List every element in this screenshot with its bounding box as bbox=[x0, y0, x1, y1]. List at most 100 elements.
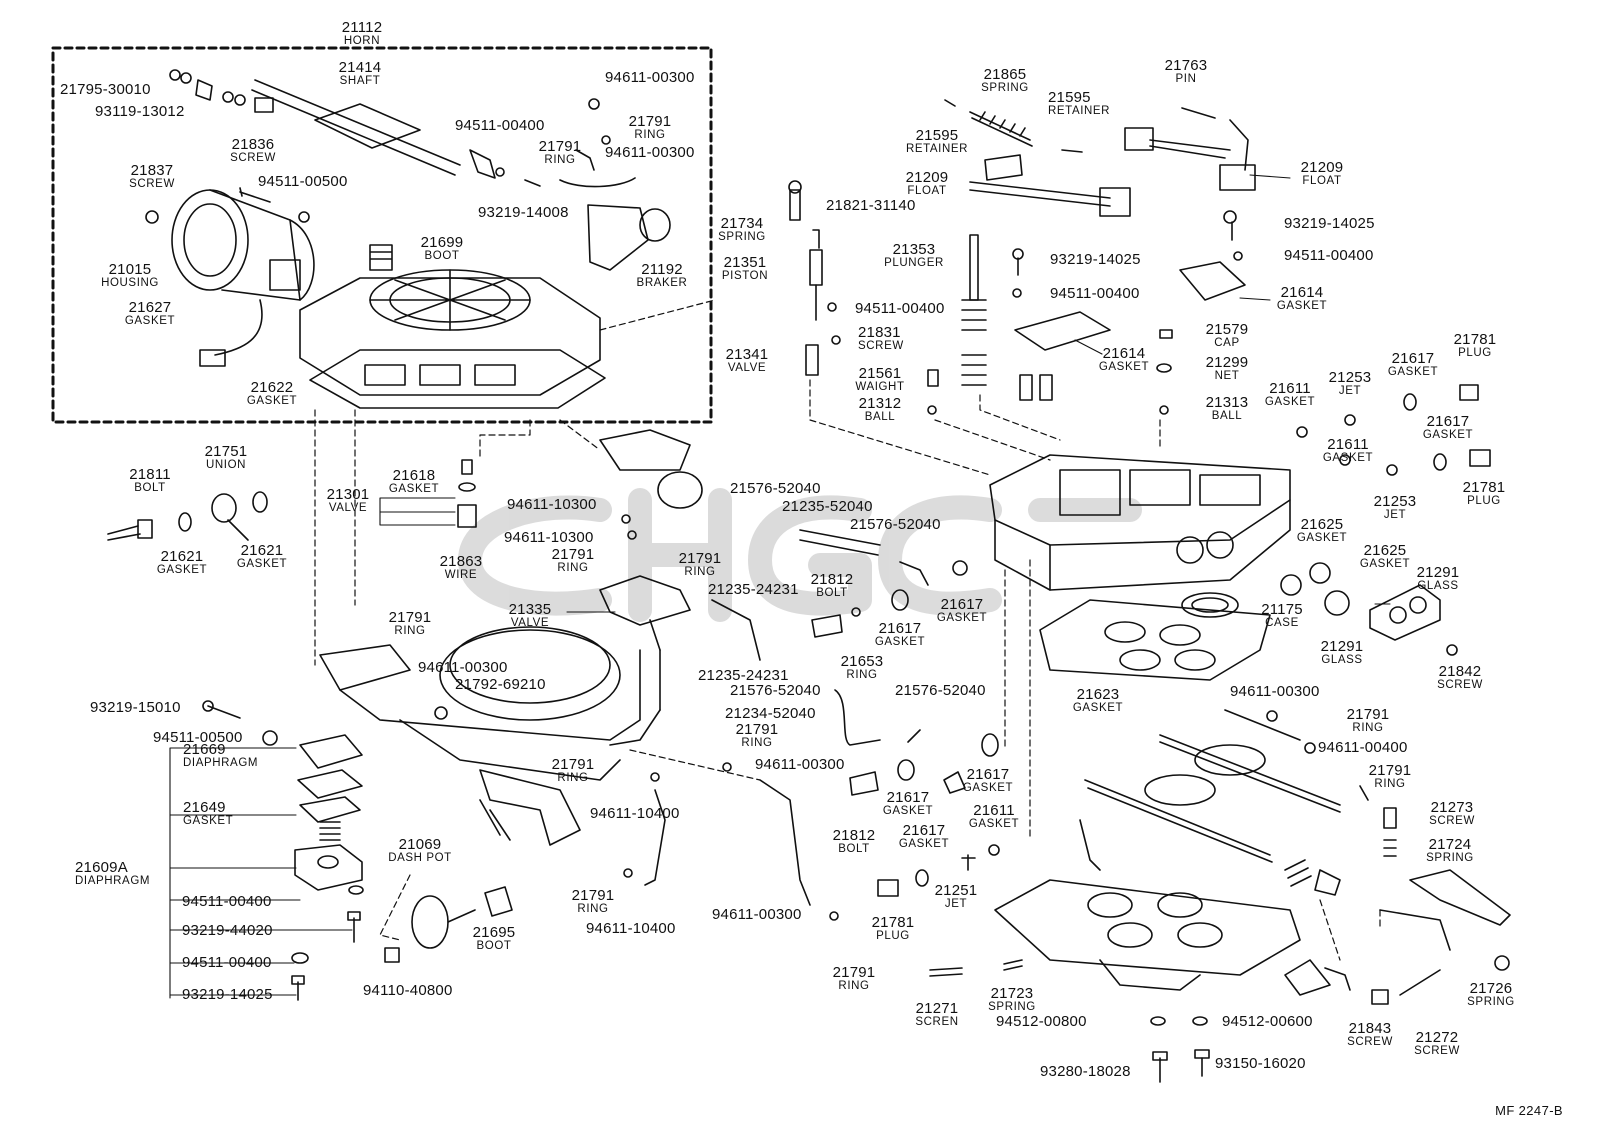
part-name: GASKET bbox=[1098, 361, 1150, 373]
part-number: 94511-00500 bbox=[258, 173, 348, 190]
part-number: 21611 bbox=[1269, 380, 1311, 397]
part-name: PLUNGER bbox=[884, 257, 944, 269]
part-number: 21175 bbox=[1261, 601, 1303, 618]
part-number: 21669 bbox=[183, 741, 226, 758]
part-callout: 21235-24231 bbox=[698, 668, 789, 683]
part-number: 21253 bbox=[1328, 369, 1372, 386]
part-number: 21751 bbox=[204, 443, 248, 460]
part-number: 21734 bbox=[720, 215, 764, 232]
float-assembly bbox=[788, 99, 1256, 415]
part-callout: 94511-00400 bbox=[1284, 248, 1374, 263]
part-number: 21622 bbox=[250, 379, 294, 396]
part-number: 21625 bbox=[1300, 516, 1344, 533]
part-number: 21611 bbox=[973, 802, 1015, 819]
part-callout: 94611-00300 bbox=[1230, 684, 1320, 699]
part-name: SPRING bbox=[981, 82, 1029, 94]
part-name: RING bbox=[557, 562, 589, 574]
part-callout: 94611-00300 bbox=[605, 70, 695, 85]
part-name: JET bbox=[944, 898, 968, 910]
part-name: SHAFT bbox=[339, 75, 381, 87]
part-callout: 94511-00400 bbox=[455, 118, 545, 133]
part-number: 21299 bbox=[1205, 354, 1249, 371]
part-name: SCREW bbox=[1429, 815, 1475, 827]
part-number: 21609A bbox=[75, 859, 128, 876]
part-number: 21617 bbox=[940, 596, 984, 613]
part-name: UNION bbox=[205, 459, 247, 471]
part-callout: 93219-14025 bbox=[182, 987, 273, 1002]
part-number: 21192 bbox=[641, 261, 683, 278]
part-number: 93119-13012 bbox=[95, 103, 185, 120]
part-number: 21723 bbox=[990, 985, 1034, 1002]
part-number: 21763 bbox=[1164, 57, 1208, 74]
part-number: 21842 bbox=[1438, 663, 1482, 680]
part-name: DIAPHRAGM bbox=[75, 875, 151, 887]
part-number: 21791 bbox=[1368, 762, 1412, 779]
part-callout: 94611-00400 bbox=[1318, 740, 1408, 755]
part-name: RETAINER bbox=[905, 143, 969, 155]
part-number: 94511-00400 bbox=[1284, 247, 1374, 264]
part-name: GASKET bbox=[183, 815, 234, 827]
part-name: GASKET bbox=[124, 315, 176, 327]
part-number: 94611-00300 bbox=[605, 69, 695, 86]
part-name: GASKET bbox=[962, 782, 1014, 794]
part-number: 21791 bbox=[678, 550, 722, 567]
part-callout: 21576-52040 bbox=[730, 481, 821, 496]
part-name: RING bbox=[394, 625, 426, 637]
part-name: WIRE bbox=[444, 569, 478, 581]
part-name: GLASS bbox=[1321, 654, 1363, 666]
part-number: 94611-10300 bbox=[507, 496, 597, 513]
part-name: WAIGHT bbox=[855, 381, 905, 393]
part-number: 21791 bbox=[628, 113, 672, 130]
part-number: 21069 bbox=[398, 836, 442, 853]
part-number: 94611-00300 bbox=[755, 756, 845, 773]
part-name: PISTON bbox=[721, 270, 769, 282]
part-name: PIN bbox=[1175, 73, 1197, 85]
part-number: 21695 bbox=[472, 924, 516, 941]
part-number: 21617 bbox=[1426, 413, 1470, 430]
part-name: RING bbox=[846, 669, 878, 681]
part-number: 94611-00300 bbox=[712, 906, 802, 923]
part-name: RING bbox=[634, 129, 666, 141]
part-callout: 93150-16020 bbox=[1215, 1056, 1306, 1071]
part-name: BOOT bbox=[424, 250, 460, 262]
part-number: 21112 bbox=[341, 19, 383, 36]
part-name: RING bbox=[577, 903, 609, 915]
part-number: 21623 bbox=[1076, 686, 1120, 703]
part-number: 21618 bbox=[392, 467, 436, 484]
part-name: BOLT bbox=[838, 843, 870, 855]
part-number: 21791 bbox=[571, 887, 615, 904]
part-number: 21611 bbox=[1327, 436, 1369, 453]
part-number: 21614 bbox=[1102, 345, 1146, 362]
part-callout: 93219-15010 bbox=[90, 700, 181, 715]
reference-code: MF 2247-B bbox=[1495, 1103, 1563, 1118]
part-number: 21353 bbox=[892, 241, 936, 258]
part-callout: 94611-00300 bbox=[755, 757, 845, 772]
part-name: GASKET bbox=[874, 636, 926, 648]
part-name: JET bbox=[1383, 509, 1407, 521]
part-callout: 93219-44020 bbox=[182, 923, 273, 938]
part-callout: 94511-00400 bbox=[182, 894, 272, 909]
part-number: 21821-31140 bbox=[826, 197, 916, 214]
part-callout: 21235-24231 bbox=[708, 582, 799, 597]
